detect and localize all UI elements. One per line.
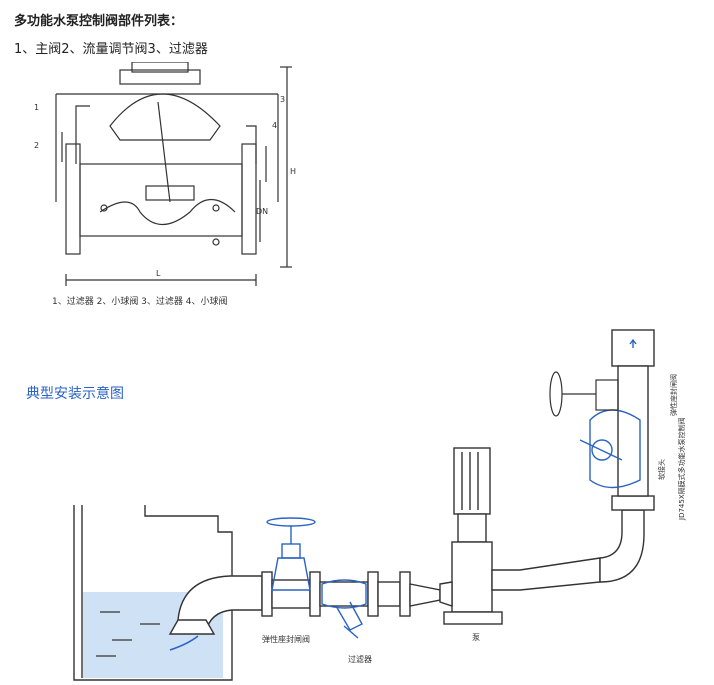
parts-list: 1、主阀2、流量调节阀3、过滤器 bbox=[14, 42, 208, 57]
callout-4: 4 bbox=[272, 121, 277, 130]
filter-label: 过滤器 bbox=[348, 654, 372, 664]
dim-l-label: L bbox=[156, 269, 161, 278]
top-gate-valve bbox=[549, 371, 619, 417]
y-filter bbox=[321, 579, 367, 639]
pump bbox=[439, 447, 601, 625]
installation-diagram: 典型安装示意图 bbox=[26, 329, 686, 681]
gate-valve-label: 弹性座封闸阀 bbox=[262, 634, 310, 644]
callout-1: 1 bbox=[34, 103, 39, 112]
dim-dn-label: DN bbox=[256, 207, 268, 216]
pump-label: 泵 bbox=[472, 633, 480, 642]
gate-valve bbox=[266, 517, 316, 591]
page-heading: 多功能水泵控制阀部件列表： bbox=[14, 14, 184, 29]
callout-2: 2 bbox=[34, 141, 39, 150]
dim-h-label: H bbox=[290, 167, 296, 176]
flex-joint-label: 软接头 bbox=[657, 459, 666, 480]
install-title: 典型安装示意图 bbox=[26, 385, 124, 402]
control-valve-label: JD745X隔膜式多功能水泵控制阀 bbox=[677, 417, 686, 521]
valve-section-diagram: 1 2 3 4 H DN L 1、过滤器 2、小球阀 3、过滤器 4、小球阀 bbox=[34, 62, 296, 307]
callout-3: 3 bbox=[280, 95, 285, 104]
control-valve bbox=[579, 409, 641, 489]
top-gate-valve-label: 弹性座封闸阀 bbox=[669, 374, 678, 416]
valve-caption: 1、过滤器 2、小球阀 3、过滤器 4、小球阀 bbox=[52, 295, 228, 307]
